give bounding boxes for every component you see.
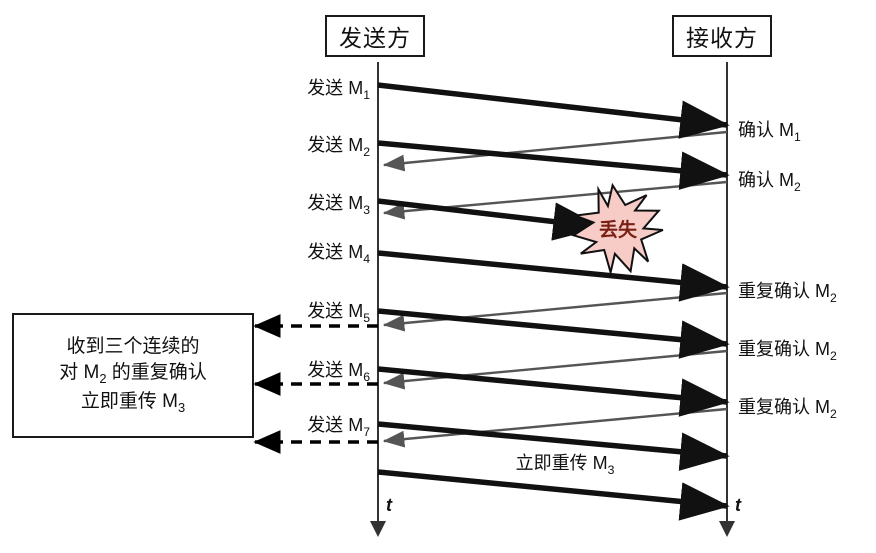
packet-loss-label: 丢失 (599, 218, 638, 241)
sender-label-3: 发送 M3 (307, 193, 370, 217)
data-arrow-M4 (377, 250, 730, 302)
receiver-label-3: 重复确认 M2 (738, 281, 837, 305)
time-axis-label-receiver: t (735, 495, 741, 515)
data-arrow-M3 (377, 198, 603, 241)
receiver-label-5: 重复确认 M2 (738, 397, 837, 421)
receiver-label-1: 确认 M1 (738, 120, 801, 144)
data-arrow-M7 (377, 421, 730, 471)
data-arrow-M5 (377, 308, 730, 359)
starburst-shape (571, 182, 664, 277)
sender-label-6: 发送 M6 (307, 360, 370, 384)
data-arrow-M2 (377, 140, 730, 190)
sender-label-1: 发送 M1 (307, 78, 370, 102)
receiver-title-label: 接收方 (686, 25, 758, 51)
receiver-label-2: 确认 M2 (738, 170, 801, 194)
sender-label-4: 发送 M4 (307, 242, 370, 266)
sender-label-5: 发送 M5 (307, 301, 370, 325)
receiver-title-box: 接收方 (672, 15, 772, 57)
retransmit-label: 立即重传 M3 (515, 453, 615, 477)
data-arrow-M6 (377, 366, 730, 417)
note-line: 收到三个连续的 (66, 335, 200, 357)
sender-title-box: 发送方 (325, 15, 425, 57)
data-arrow-M1 (377, 82, 730, 139)
receiver-label-4: 重复确认 M2 (738, 339, 837, 363)
data-arrows-group (377, 82, 730, 521)
note-line: 立即重传 M3 (80, 391, 186, 416)
sender-label-2: 发送 M2 (307, 135, 370, 159)
time-axis-label-sender: t (386, 495, 392, 515)
ack-arrow-DUPACK-2 (382, 349, 728, 390)
sender-title-label: 发送方 (339, 25, 411, 51)
fast-retransmit-note-box: 收到三个连续的对 M2 的重复确认立即重传 M3 (12, 313, 254, 438)
ack-arrow-DUPACK-1 (382, 291, 728, 332)
ack-arrow-ACK-M1 (382, 130, 728, 172)
packet-loss-starburst-group: 丢失 (571, 182, 664, 277)
data-arrow-M3-retransmit (377, 469, 730, 521)
ack-arrow-DUPACK-3 (382, 407, 728, 448)
sender-label-7: 发送 M7 (307, 415, 370, 439)
dashed-notify-arrows-group (253, 314, 378, 454)
note-line: 对 M2 的重复确认 (59, 362, 207, 387)
